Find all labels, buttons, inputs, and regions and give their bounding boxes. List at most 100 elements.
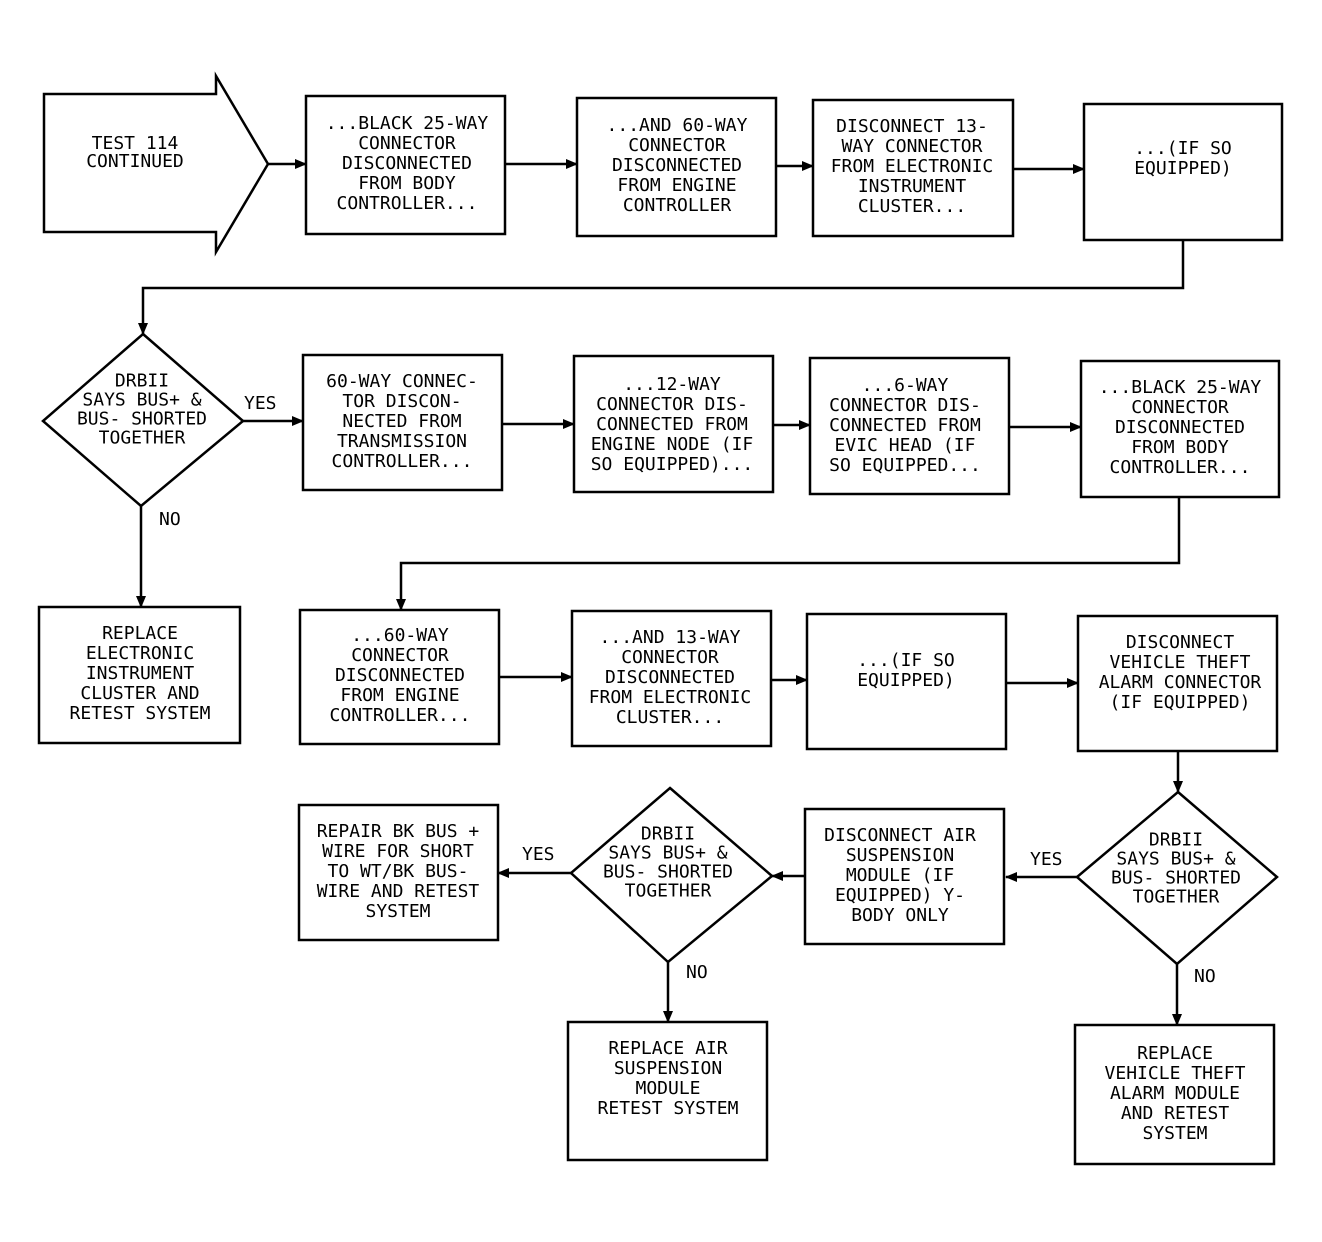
label-line: ALARM MODULE [1110, 1083, 1240, 1104]
label-line: ...12-WAY [623, 374, 721, 395]
label-line: SAYS BUS+ & [82, 390, 201, 411]
label-line: FROM ELECTRONIC [831, 156, 994, 177]
replace-alarm-box-shape [1073, 1023, 1276, 1166]
label-line: BUS- SHORTED [1111, 868, 1241, 889]
process-box-r3-3-shape [805, 612, 1008, 751]
process-box-r2-2-shape [572, 354, 775, 494]
label-line: REPAIR BK BUS + [317, 821, 480, 842]
label-line: (IF EQUIPPED) [1110, 692, 1251, 713]
label-line: TOR DISCON- [342, 391, 461, 412]
label-line: CLUSTER AND [80, 683, 199, 704]
label-line: ...(IF SO [857, 650, 955, 671]
label-line: ...BLACK 25-WAY [326, 113, 489, 134]
label-line: SAYS BUS+ & [608, 843, 727, 864]
process-box-r1-4-shape [1082, 102, 1284, 242]
decision-1-yes-label: YES [244, 393, 277, 414]
label-line: MODULE [635, 1078, 700, 1099]
label-line: CONTINUED [86, 151, 184, 172]
label-line: CONNECTOR DIS- [829, 395, 981, 416]
label-line: REPLACE [102, 623, 178, 644]
arrow-r2b4-to-r3b1 [396, 497, 1181, 611]
label-line: FROM ENGINE [617, 175, 736, 196]
label-line: SAYS BUS+ & [1116, 849, 1235, 870]
decision-2-no-label: NO [686, 962, 708, 983]
label-line: EQUIPPED) [857, 670, 955, 691]
label-line: REPLACE AIR [608, 1038, 727, 1059]
label-line: FROM ENGINE [340, 685, 459, 706]
label-line: REPLACE [1137, 1043, 1213, 1064]
label-line: ...AND 60-WAY [607, 115, 748, 136]
label-line: DISCONNECTED [612, 155, 742, 176]
label-line: CLUSTER... [858, 196, 966, 217]
label-line: VEHICLE THEFT [1110, 652, 1251, 673]
label-line: DRBII [1149, 830, 1203, 851]
label-line: FROM BODY [358, 173, 456, 194]
label-line: CONTROLLER... [330, 705, 471, 726]
label-line: MODULE (IF [846, 865, 954, 886]
label-line: TOGETHER [625, 881, 712, 902]
decision-3-no-label: NO [1194, 966, 1216, 987]
label-line: AND RETEST [1121, 1103, 1230, 1124]
label-line: TOGETHER [99, 428, 186, 449]
label-line: CONTROLLER... [332, 451, 473, 472]
decision-1-shape [41, 332, 245, 508]
label-line: WAY CONNECTOR [842, 136, 983, 157]
air-suspension-box-shape [803, 807, 1006, 946]
label-line: DISCONNECTED [342, 153, 472, 174]
label-line: ...60-WAY [351, 625, 449, 646]
process-box-r2-1-shape [301, 353, 504, 492]
decision-2-yes-label: YES [522, 844, 555, 865]
label-line: ...(IF SO [1134, 138, 1232, 159]
label-line: ...AND 13-WAY [600, 627, 741, 648]
label-line: BUS- SHORTED [603, 862, 733, 883]
label-line: DISCONNECTED [335, 665, 465, 686]
label-line: CONTROLLER... [337, 193, 478, 214]
label-line: INSTRUMENT [858, 176, 967, 197]
label-line: CONNECTED FROM [829, 415, 981, 436]
label-line: FROM BODY [1131, 437, 1229, 458]
process-box-r1-3-shape [811, 98, 1015, 238]
label-line: TOGETHER [1133, 887, 1220, 908]
label-line: FROM ELECTRONIC [589, 687, 752, 708]
label-line: ...BLACK 25-WAY [1099, 377, 1262, 398]
label-line: DISCONNECT AIR [824, 825, 976, 846]
label-line: DRBII [641, 824, 695, 845]
label-line: BUS- SHORTED [77, 409, 207, 430]
process-box-r1-2-shape [575, 96, 778, 238]
label-line: BODY ONLY [851, 905, 949, 926]
label-line: CONTROLLER [623, 195, 732, 216]
label-line: ALARM CONNECTOR [1099, 672, 1262, 693]
label-line: DISCONNECTED [1115, 417, 1245, 438]
label-line: EVIC HEAD (IF [835, 435, 976, 456]
